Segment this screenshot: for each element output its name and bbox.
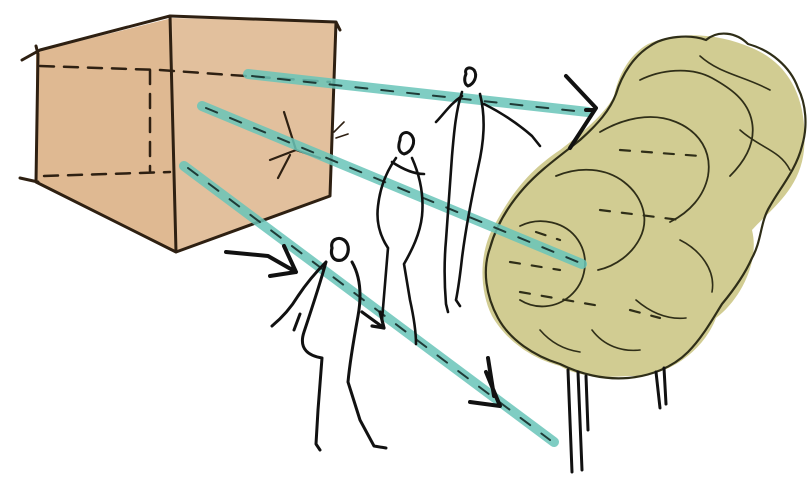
cube-right-tick — [334, 122, 348, 138]
person-tall-head — [465, 68, 476, 86]
person-front-body — [272, 262, 386, 450]
cube — [20, 16, 348, 252]
tree — [482, 34, 805, 472]
arrow-front-person — [362, 312, 384, 328]
person-front-head — [331, 238, 348, 260]
tree-trunk-right — [656, 368, 666, 408]
tree-canopy-fill — [482, 35, 804, 376]
tree-trunk-left — [568, 370, 588, 472]
person-middle-head — [399, 133, 414, 154]
arrow-cube-bottom — [226, 246, 296, 276]
